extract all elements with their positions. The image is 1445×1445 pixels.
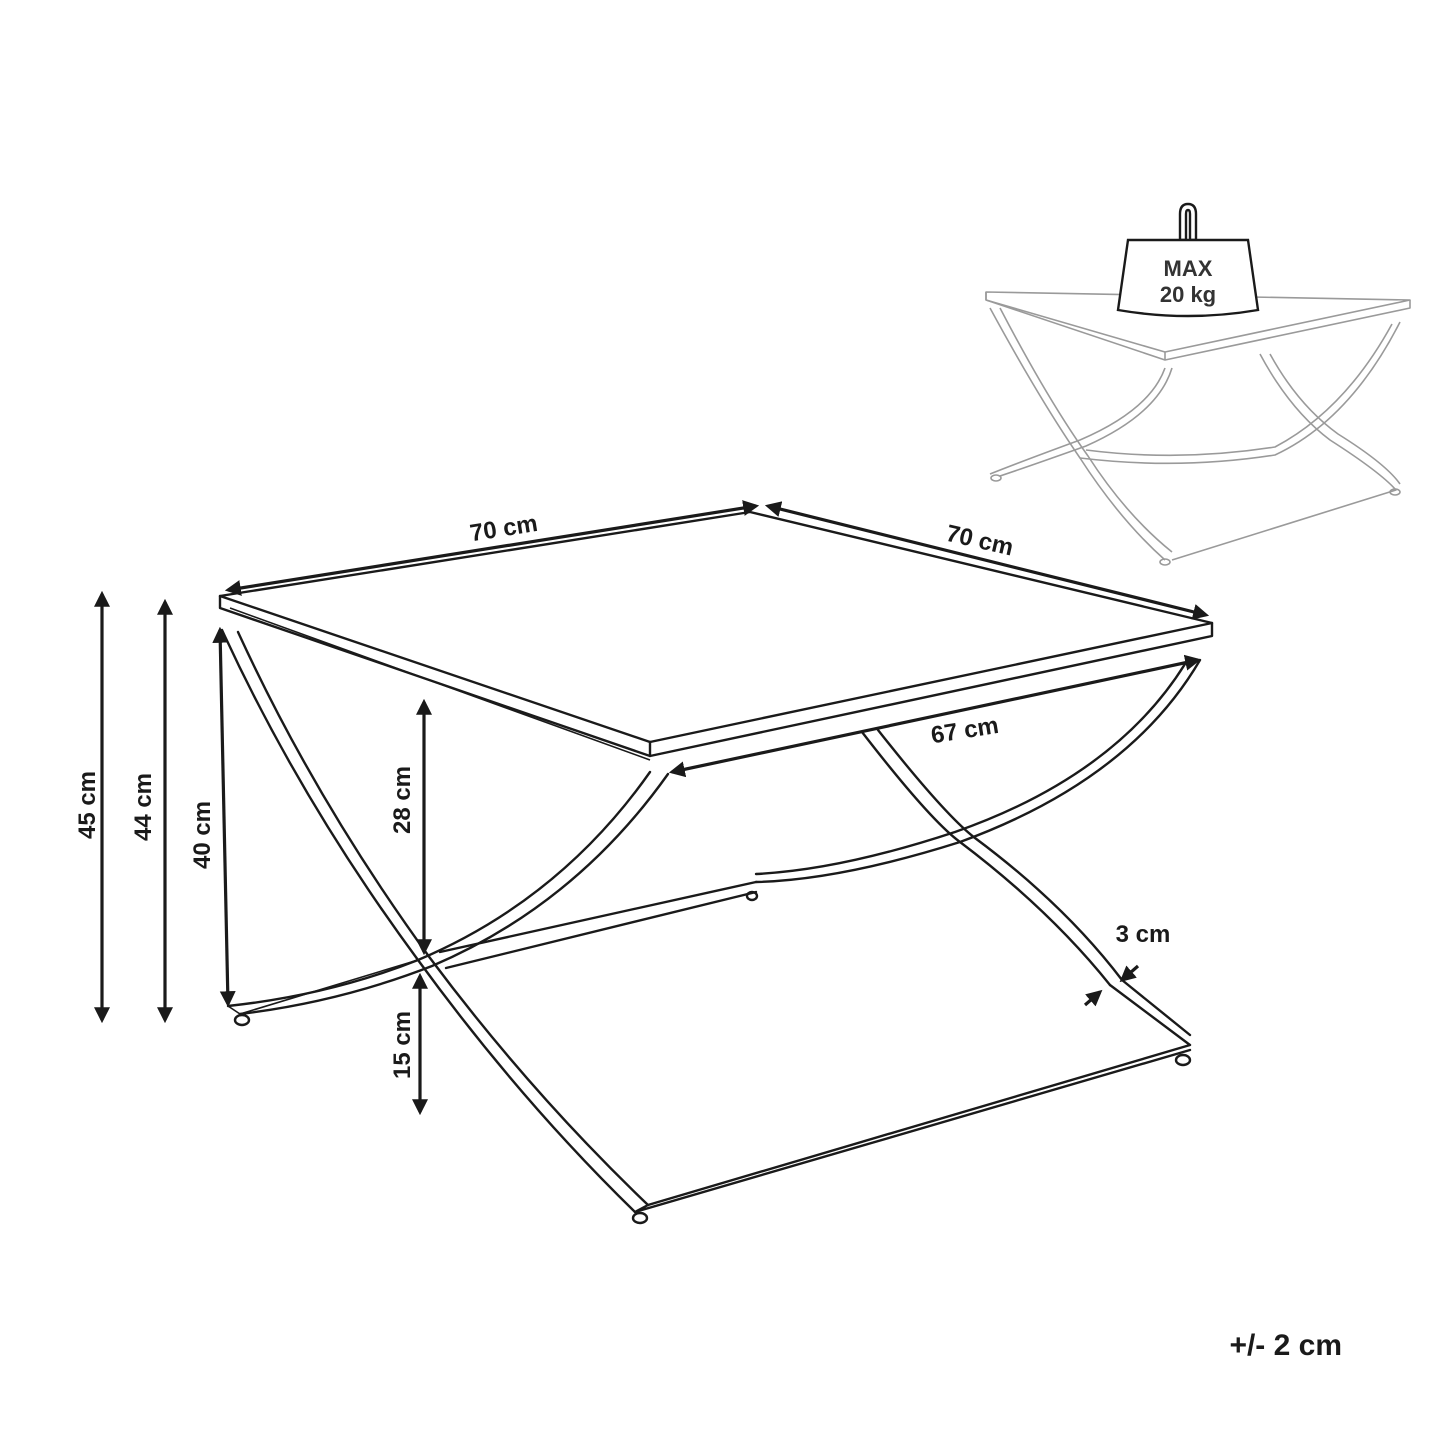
leg-thickness-label: 3 cm (1116, 921, 1171, 948)
reference-table (985, 291, 1411, 566)
top-depth-label: 70 cm (943, 520, 1015, 562)
table-top (218, 510, 1214, 744)
leg-thickness-arrow-a (1119, 964, 1140, 983)
height-3-label: 40 cm (189, 801, 216, 869)
dimension-lines (94, 500, 1210, 1116)
load-reference-illustration: MAX 20 kg (985, 202, 1411, 566)
main-table-drawing (218, 510, 1214, 1225)
dimension-labels: 70 cm 70 cm 67 cm 45 cm 44 cm 40 cm 28 c… (74, 510, 1170, 1079)
weight-icon: MAX 20 kg (1116, 202, 1260, 318)
inner-width-arrow (668, 654, 1202, 778)
top-width-arrow (224, 500, 760, 596)
cross-height-label: 15 cm (389, 1011, 416, 1079)
height-3-arrow (212, 626, 236, 1008)
load-weight-label: 20 kg (1160, 282, 1216, 307)
under-top-label: 28 cm (389, 766, 416, 834)
top-depth-arrow (764, 501, 1210, 620)
height-2-label: 44 cm (130, 773, 157, 841)
tolerance-note: +/- 2 cm (1229, 1329, 1342, 1362)
load-max-label: MAX (1164, 256, 1213, 281)
leg-thickness-arrow-b (1083, 989, 1103, 1007)
total-height-label: 45 cm (74, 771, 101, 839)
inner-width-label: 67 cm (929, 712, 1000, 749)
